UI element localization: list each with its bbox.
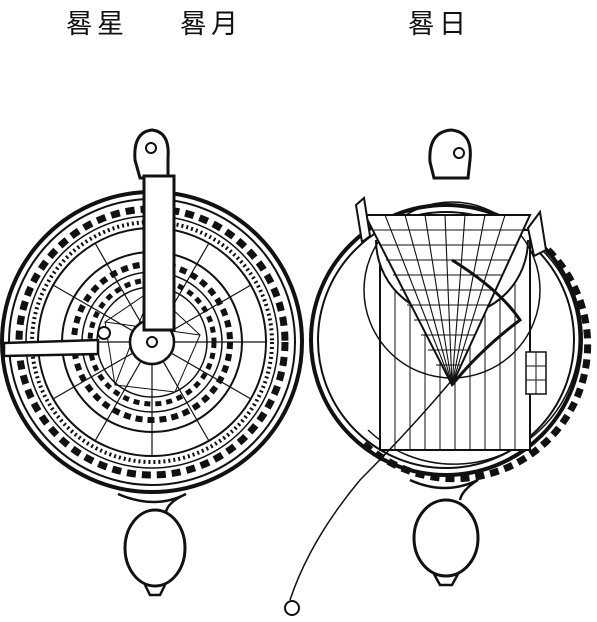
star-dial-caption: 晷星 [66, 9, 128, 40]
right-suspension-ring [428, 128, 472, 180]
star-moon-dial-figure [0, 128, 304, 597]
right-pendant-weight [409, 478, 480, 587]
right-gnomon-grid [363, 214, 532, 388]
left-pendant-weight [117, 492, 187, 597]
left-index-arm [2, 338, 100, 358]
left-pointer-arm [142, 174, 176, 332]
sun-dial-caption: 晷日 [408, 9, 470, 40]
right-graduated-band [357, 247, 592, 483]
right-left-flap [354, 196, 372, 244]
moon-dial-caption: 晷月 [180, 9, 242, 40]
right-right-flap [526, 209, 548, 258]
right-plumb-bob [284, 600, 300, 616]
right-hour-curve [450, 258, 523, 386]
sun-dial-figure [284, 128, 592, 616]
right-plumb-line [289, 379, 453, 601]
left-graduated-band [15, 205, 289, 479]
left-suspension-ring [133, 128, 170, 180]
